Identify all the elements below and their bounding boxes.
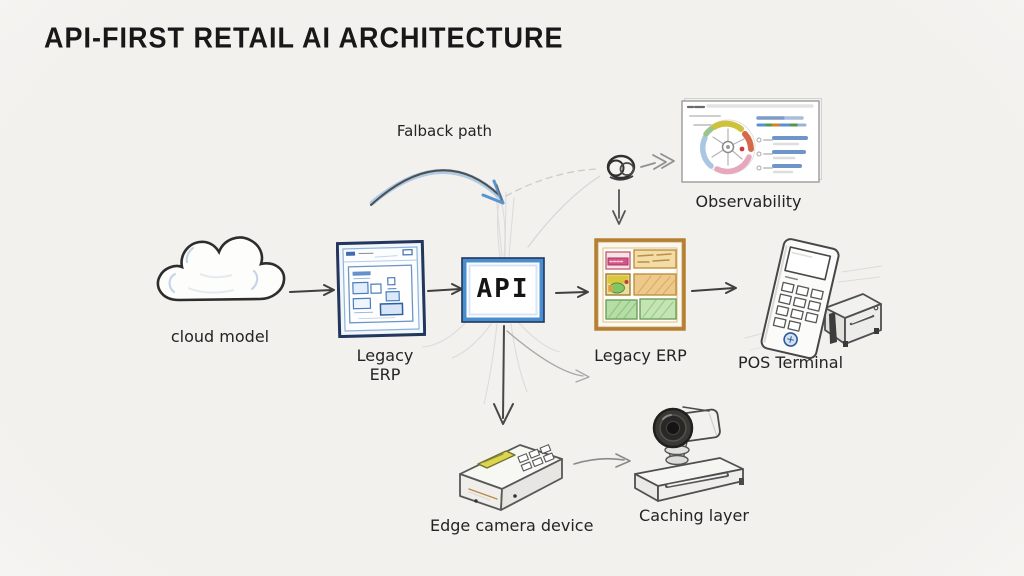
legacy-erp-right-label: Legacy ERP	[594, 346, 687, 365]
caching-layer-label: Caching layer	[639, 506, 749, 525]
cloud-model-node	[148, 226, 296, 322]
erp-window-icon	[336, 240, 426, 338]
legacy-erp-left-label: Legacy ERP	[356, 346, 414, 384]
cloud-model-label: cloud model	[170, 327, 270, 346]
edge-device-icon	[459, 444, 563, 511]
trace-curves	[505, 168, 601, 248]
api-gateway-node	[461, 257, 545, 323]
arrow-api-to-erp	[555, 286, 589, 298]
observability-node	[678, 94, 824, 192]
arrow-cloud-to-erp	[289, 284, 335, 296]
api-box-icon	[461, 257, 545, 323]
edge-camera-node	[440, 430, 580, 525]
trace-knot-node	[598, 148, 644, 190]
receipt-printer	[824, 293, 882, 347]
pos-terminal-node	[733, 228, 883, 363]
api-gateway-label: API	[476, 274, 530, 304]
camera-lens	[652, 407, 694, 449]
observability-label: Observability	[695, 192, 802, 211]
legacy-erp-left-node	[336, 240, 426, 338]
scribble-knot-icon	[606, 154, 636, 181]
arrow-knot-to-observability	[640, 153, 675, 170]
edge-camera-label: Edge camera device	[430, 516, 594, 535]
arrow-knot-to-erp	[612, 189, 626, 225]
fallback-arrow	[369, 168, 505, 206]
arrow-api-curve-right	[506, 330, 590, 383]
observability-dashboard-icon	[681, 98, 822, 183]
fallback-path-label: Falback path	[396, 122, 493, 140]
arrow-edge-to-caching	[573, 453, 631, 468]
donut-chart	[699, 119, 756, 175]
camera-on-box-icon	[634, 406, 744, 502]
arrow-api-to-edge-device	[493, 325, 514, 425]
card-terminal	[760, 238, 840, 360]
legacy-erp-right-node	[593, 237, 687, 333]
arrow-erp-to-api	[427, 283, 463, 295]
arrow-erp-to-pos	[691, 282, 737, 294]
metric-rows	[756, 116, 808, 174]
device-display	[477, 450, 516, 469]
caching-layer-node	[625, 398, 755, 510]
pos-terminal-icon	[750, 238, 882, 360]
erp-modules-icon	[594, 238, 686, 331]
pos-terminal-label: POS Terminal	[737, 353, 844, 372]
cloud-icon	[156, 236, 286, 302]
device-keypad	[517, 444, 555, 472]
diagram-title: API-FIRST RETAIL AI ARCHITECTURE	[44, 22, 564, 54]
